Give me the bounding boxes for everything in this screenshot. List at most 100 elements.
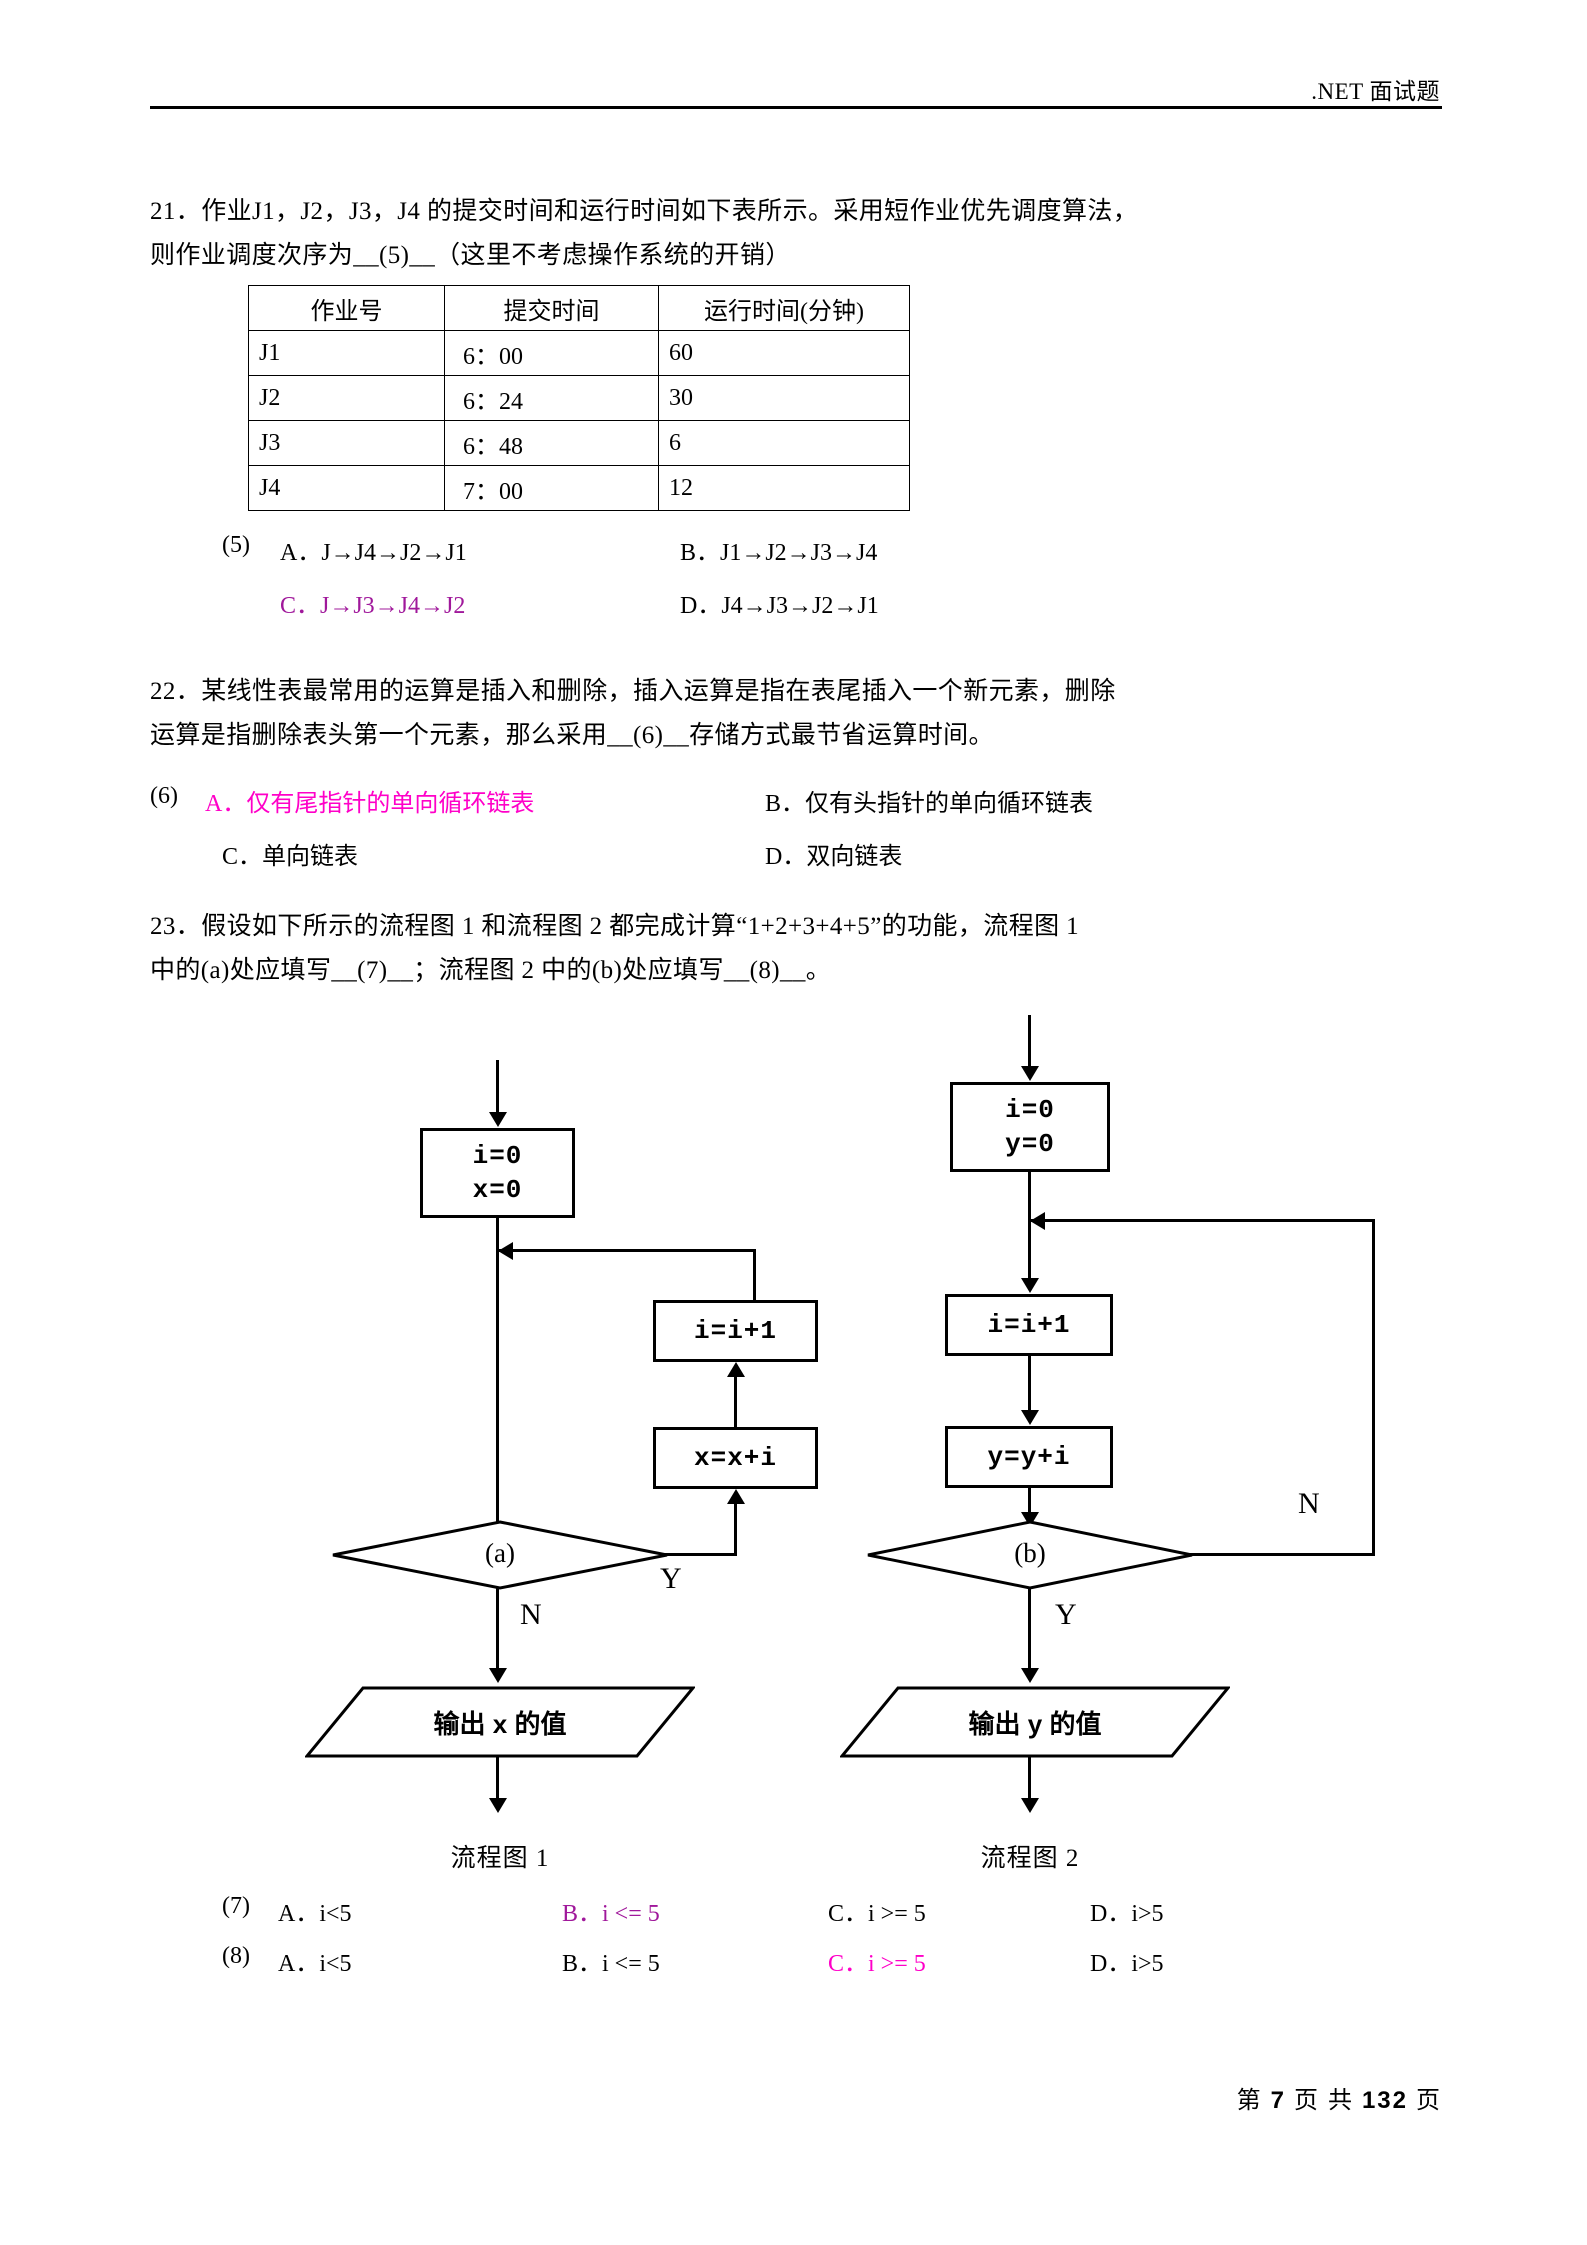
flow1-exit-line xyxy=(496,1756,499,1801)
footer-middle: 页 共 xyxy=(1293,2088,1354,2114)
question-21-line-2: 则作业调度次序为__(5)__（这里不考虑操作系统的开销） xyxy=(150,242,791,269)
question-22-line-2: 运算是指删除表头第一个元素，那么采用__(6)__存储方式最节省运算时间。 xyxy=(150,722,994,749)
footer-prefix: 第 xyxy=(1236,2088,1263,2114)
flow2-exit-line xyxy=(1028,1756,1031,1801)
flow1-entry-line xyxy=(496,1060,499,1115)
option-5-d[interactable]: D．J4→J3→J2→J1 xyxy=(680,593,879,619)
flow2-init-line-2: y=0 xyxy=(1005,1129,1055,1159)
flow1-loopback-arrowhead xyxy=(498,1242,513,1260)
table-row: J2 6：24 30 xyxy=(248,375,910,421)
flow1-trunk-line xyxy=(496,1218,499,1528)
flow1-branch-yes-label: Y xyxy=(660,1562,682,1595)
flow1-accum-to-incr-line xyxy=(734,1373,737,1430)
option-7-d[interactable]: D．i>5 xyxy=(1090,1901,1164,1927)
option-7-a[interactable]: A．i<5 xyxy=(278,1901,352,1927)
table-cell-runtime: 12 xyxy=(658,465,910,511)
flow2-init-down-line xyxy=(1028,1172,1031,1222)
option-6-c[interactable]: C．单向链表 xyxy=(222,844,359,870)
question-22-text: 22．某线性表最常用的运算是插入和删除，插入运算是指在表尾插入一个新元素，删除 … xyxy=(150,670,1450,758)
flow1-caption: 流程图 1 xyxy=(450,1845,550,1872)
table-row: J4 7：00 12 xyxy=(248,465,910,511)
table-cell-job: J3 xyxy=(248,420,445,466)
flow1-init-line-1: i=0 xyxy=(472,1141,523,1171)
answer-label-8: (8) xyxy=(222,1943,250,1969)
option-8-b[interactable]: B．i <= 5 xyxy=(562,1951,660,1977)
flow2-no-line xyxy=(1190,1553,1375,1556)
flow1-yes-arrowhead xyxy=(727,1489,745,1504)
flow2-accumulate-box: y=y+i xyxy=(945,1426,1113,1488)
option-6-a[interactable]: A．仅有尾指针的单向循环链表 xyxy=(205,791,535,817)
answer-label-6: (6) xyxy=(150,783,178,809)
option-5-b[interactable]: B．J1→J2→J3→J4 xyxy=(680,540,878,566)
flow2-loopback-arrowhead xyxy=(1030,1212,1045,1230)
question-23-text: 23．假设如下所示的流程图 1 和流程图 2 都完成计算“1+2+3+4+5”的… xyxy=(150,905,1450,993)
flow2-output-label: 输出 y 的值 xyxy=(968,1709,1102,1739)
flow2-output-parallelogram xyxy=(840,1686,1230,1758)
flow1-init-line-2: x=0 xyxy=(472,1175,523,1205)
footer-suffix: 页 xyxy=(1416,2088,1442,2114)
flow1-no-arrowhead xyxy=(489,1668,507,1683)
table-header-cell: 作业号 xyxy=(248,285,445,331)
question-23-line-2: 中的(a)处应填写__(7)__；流程图 2 中的(b)处应填写__(8)__。 xyxy=(150,957,832,984)
flow2-init-line-1: i=0 xyxy=(1005,1095,1055,1125)
flow2-increment-label: i=i+1 xyxy=(987,1310,1071,1340)
flow1-decision-right-line xyxy=(662,1553,737,1556)
option-8-d[interactable]: D．i>5 xyxy=(1090,1951,1164,1977)
table-cell-job: J1 xyxy=(248,330,445,376)
option-6-b[interactable]: B．仅有头指针的单向循环链表 xyxy=(765,791,1094,817)
table-row: J1 6：00 60 xyxy=(248,330,910,376)
table-cell-submit: 7：00 xyxy=(444,465,659,511)
table-cell-submit: 6：48 xyxy=(444,420,659,466)
flow2-incr-to-accum-line xyxy=(1028,1356,1031,1416)
table-header-cell: 运行时间(分钟) xyxy=(658,285,910,331)
flow2-incr-arrowhead xyxy=(1021,1278,1039,1293)
table-cell-runtime: 30 xyxy=(658,375,910,421)
job-schedule-table: 作业号 提交时间 运行时间(分钟) J1 6：00 60 J2 6：24 30 … xyxy=(248,285,910,511)
flow1-decision-down-line xyxy=(496,1588,499,1673)
flow1-loopback-down-line xyxy=(753,1249,756,1304)
flow1-loopback-line xyxy=(497,1249,755,1252)
option-7-c[interactable]: C．i >= 5 xyxy=(828,1901,926,1927)
flow1-decision-diamond xyxy=(332,1520,668,1590)
flow2-branch-no-label: N xyxy=(1298,1487,1320,1520)
option-7-b[interactable]: B．i <= 5 xyxy=(562,1901,660,1927)
flow2-accum-to-decision-line xyxy=(1028,1488,1031,1518)
flow2-decision-label: (b) xyxy=(1014,1538,1046,1568)
flow1-accumulate-box: x=x+i xyxy=(653,1427,818,1489)
flow1-output-label: 输出 x 的值 xyxy=(433,1709,567,1739)
option-8-c[interactable]: C．i >= 5 xyxy=(828,1951,926,1977)
flow1-increment-box: i=i+1 xyxy=(653,1300,818,1362)
flow1-exit-arrowhead xyxy=(489,1798,507,1813)
table-cell-job: J4 xyxy=(248,465,445,511)
flow1-increment-label: i=i+1 xyxy=(693,1316,777,1346)
question-21-text: 21．作业J1，J2，J3，J4 的提交时间和运行时间如下表所示。采用短作业优先… xyxy=(150,190,1450,278)
flow2-yes-arrowhead xyxy=(1021,1668,1039,1683)
option-5-a[interactable]: A．J→J4→J2→J1 xyxy=(280,540,467,566)
flow1-branch-no-label: N xyxy=(520,1598,542,1631)
table-cell-runtime: 6 xyxy=(658,420,910,466)
question-23-line-1: 23．假设如下所示的流程图 1 和流程图 2 都完成计算“1+2+3+4+5”的… xyxy=(150,913,1080,940)
option-6-d[interactable]: D．双向链表 xyxy=(765,844,903,870)
flow2-caption: 流程图 2 xyxy=(980,1845,1080,1872)
option-5-c[interactable]: C．J→J3→J4→J2 xyxy=(280,593,466,619)
flow2-accum-arrowhead xyxy=(1021,1410,1039,1425)
option-8-a[interactable]: A．i<5 xyxy=(278,1951,352,1977)
flow1-yes-vertical-line xyxy=(734,1500,737,1556)
flow2-entry-arrowhead xyxy=(1021,1066,1039,1081)
flow1-entry-arrowhead xyxy=(489,1112,507,1127)
table-cell-job: J2 xyxy=(248,375,445,421)
flow2-loopback-right-line xyxy=(1372,1219,1375,1554)
flow1-accumulate-label: x=x+i xyxy=(693,1443,777,1473)
flow2-yes-line xyxy=(1028,1588,1031,1673)
footer-page-number: 7 xyxy=(1270,2087,1286,2114)
footer-total-pages: 132 xyxy=(1361,2087,1408,2114)
page-footer: 第 7 页 共 132 页 xyxy=(150,2080,1442,2115)
page-header-title: .NET 面试题 xyxy=(1311,79,1440,104)
flow2-init-box: i=0 y=0 xyxy=(950,1082,1110,1172)
table-header-row: 作业号 提交时间 运行时间(分钟) xyxy=(248,285,910,331)
flow2-entry-line xyxy=(1028,1015,1031,1070)
flow2-exit-arrowhead xyxy=(1021,1798,1039,1813)
question-22-line-1: 22．某线性表最常用的运算是插入和删除，插入运算是指在表尾插入一个新元素，删除 xyxy=(150,678,1116,705)
table-header-cell: 提交时间 xyxy=(444,285,659,331)
